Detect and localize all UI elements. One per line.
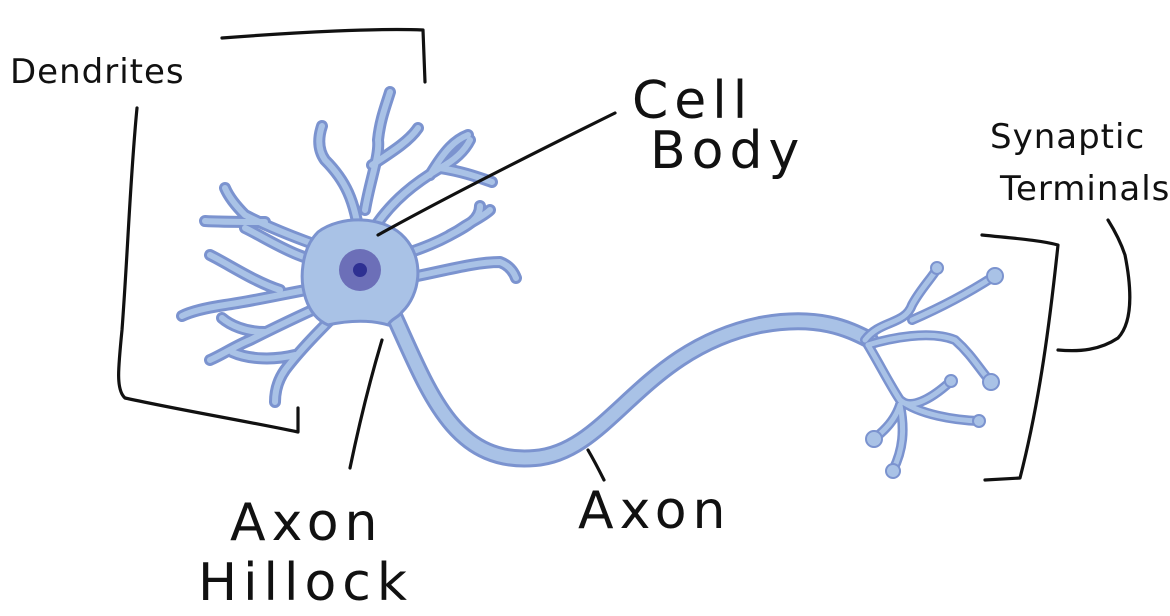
- axon-leader: [586, 448, 606, 482]
- label-synaptic-line1: Synaptic: [990, 117, 1145, 157]
- label-axon-hillock-line2: Hillock: [198, 553, 413, 613]
- label-axon: Axon: [578, 481, 732, 541]
- axon: [386, 309, 879, 468]
- label-dendrites: Dendrites: [10, 52, 185, 92]
- label-synaptic-line2: Terminals: [999, 169, 1170, 209]
- synaptic-terminals: [860, 261, 1004, 479]
- dendrites-bracket: [117, 27, 427, 434]
- label-cell-body-line1: Cell: [632, 71, 753, 131]
- nucleolus: [353, 263, 367, 277]
- cell-body: [300, 218, 420, 327]
- axon-hillock-leader: [348, 338, 384, 470]
- cell-body-leader: [376, 111, 617, 237]
- label-cell-body-line2: Body: [650, 121, 805, 181]
- synaptic-bracket: [980, 218, 1132, 482]
- label-axon-hillock-line1: Axon: [230, 493, 384, 553]
